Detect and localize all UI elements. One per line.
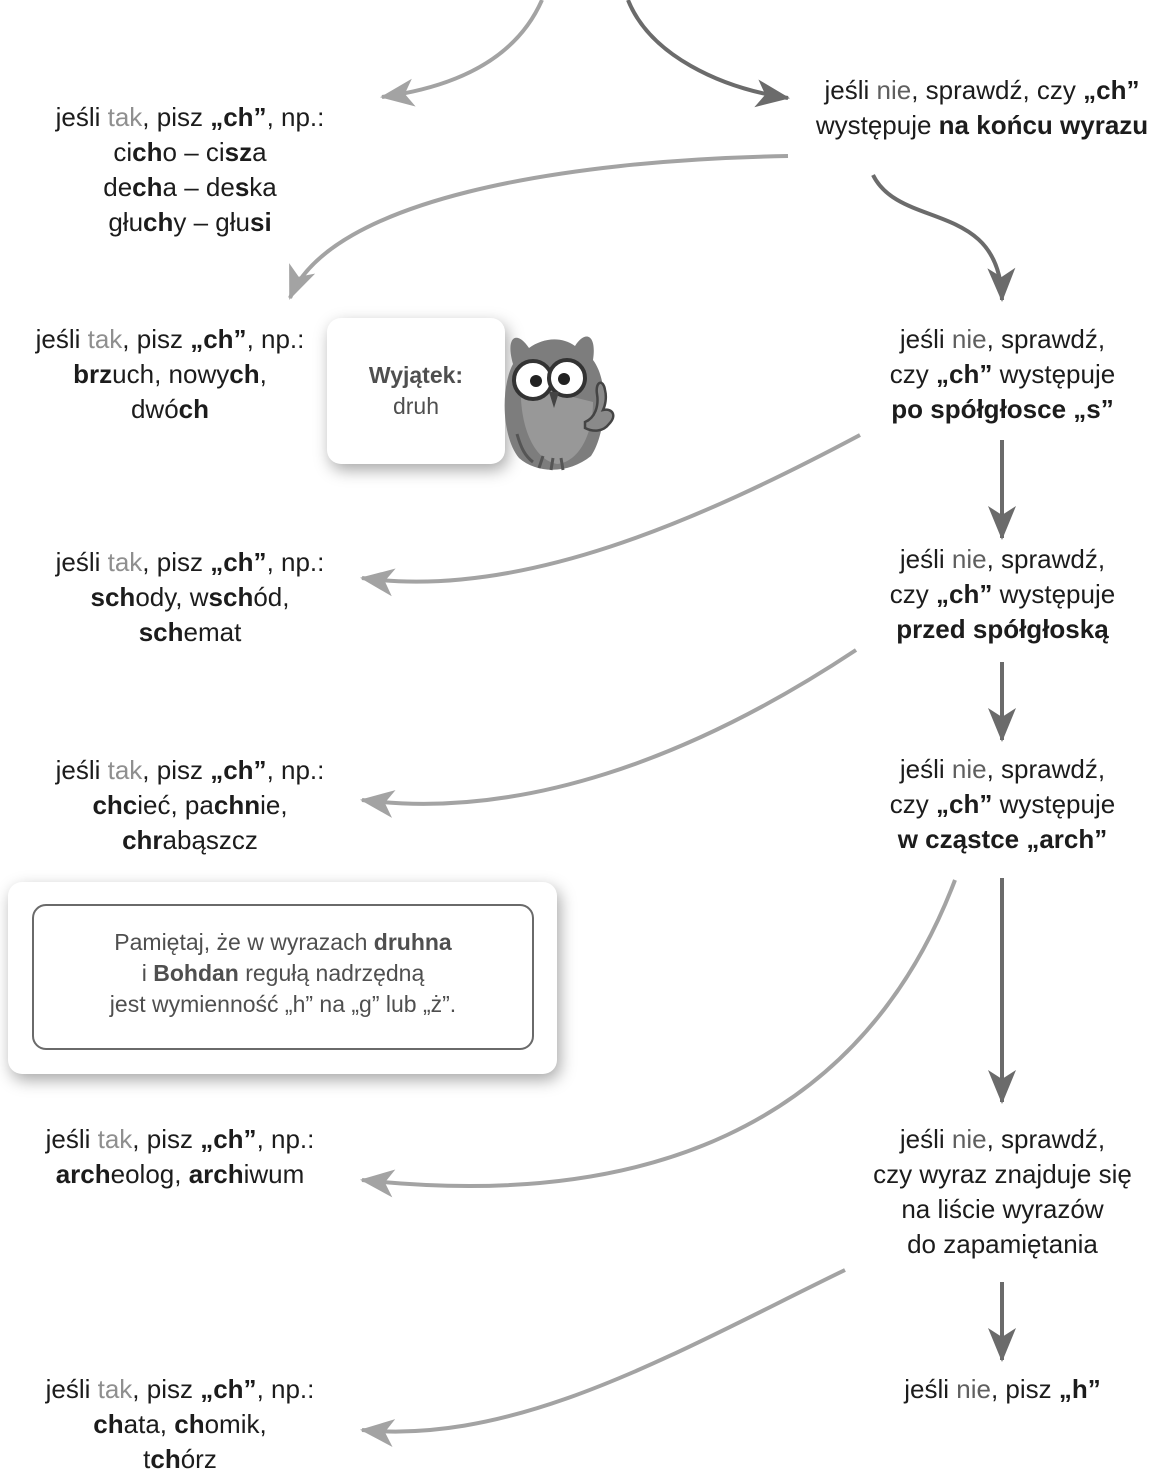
arrow-right1-to-right2	[871, 174, 1016, 302]
arrow-right1-to-left2	[288, 154, 789, 300]
result-before-consonant: jeśli tak, pisz „ch”, np.: chcieć, pachn…	[55, 755, 325, 855]
arrow-start-to-right1	[626, 0, 790, 108]
arrow-start-to-left1	[380, 0, 544, 107]
step-end-of-word: jeśli nie, sprawdź, czy „ch” występuje n…	[815, 75, 1149, 140]
arrow-right2-to-left3	[360, 433, 861, 597]
step-arch-particle: jeśli nie, sprawdź, czy „ch” występuje w…	[889, 754, 1116, 854]
step-word-list: jeśli nie, sprawdź, czy wyraz znajduje s…	[873, 1124, 1132, 1259]
step-after-s: jeśli nie, sprawdź, czy „ch” występuje p…	[889, 324, 1116, 424]
arrow-right4-to-left5	[360, 879, 957, 1198]
exception-card: Wyjątek: druh	[327, 318, 505, 464]
result-end-of-word: jeśli tak, pisz „ch”, np.: brzuch, nowyc…	[35, 324, 305, 424]
result-word-list: jeśli tak, pisz „ch”, np.: chata, chomik…	[45, 1374, 315, 1474]
arrow-right5-to-left6	[360, 1268, 846, 1447]
result-after-s: jeśli tak, pisz „ch”, np.: schody, wschó…	[55, 547, 325, 647]
result-arch: jeśli tak, pisz „ch”, np.: archeolog, ar…	[45, 1124, 315, 1189]
note-frame: Pamiętaj, że w wyrazach druhna i Bohdan …	[32, 904, 534, 1050]
note-card: Pamiętaj, że w wyrazach druhna i Bohdan …	[8, 882, 557, 1074]
exception-word: druh	[392, 393, 440, 419]
step-before-consonant: jeśli nie, sprawdź, czy „ch” występuje p…	[889, 544, 1116, 644]
step-write-h: jeśli nie, pisz „h”	[904, 1374, 1101, 1404]
exception-title: Wyjątek:	[368, 362, 464, 388]
arrow-right3-to-left4	[360, 648, 858, 818]
owl-mascot-icon	[504, 336, 615, 471]
result-alternation: jeśli tak, pisz „ch”, np.: cicho – cisza…	[55, 102, 325, 237]
